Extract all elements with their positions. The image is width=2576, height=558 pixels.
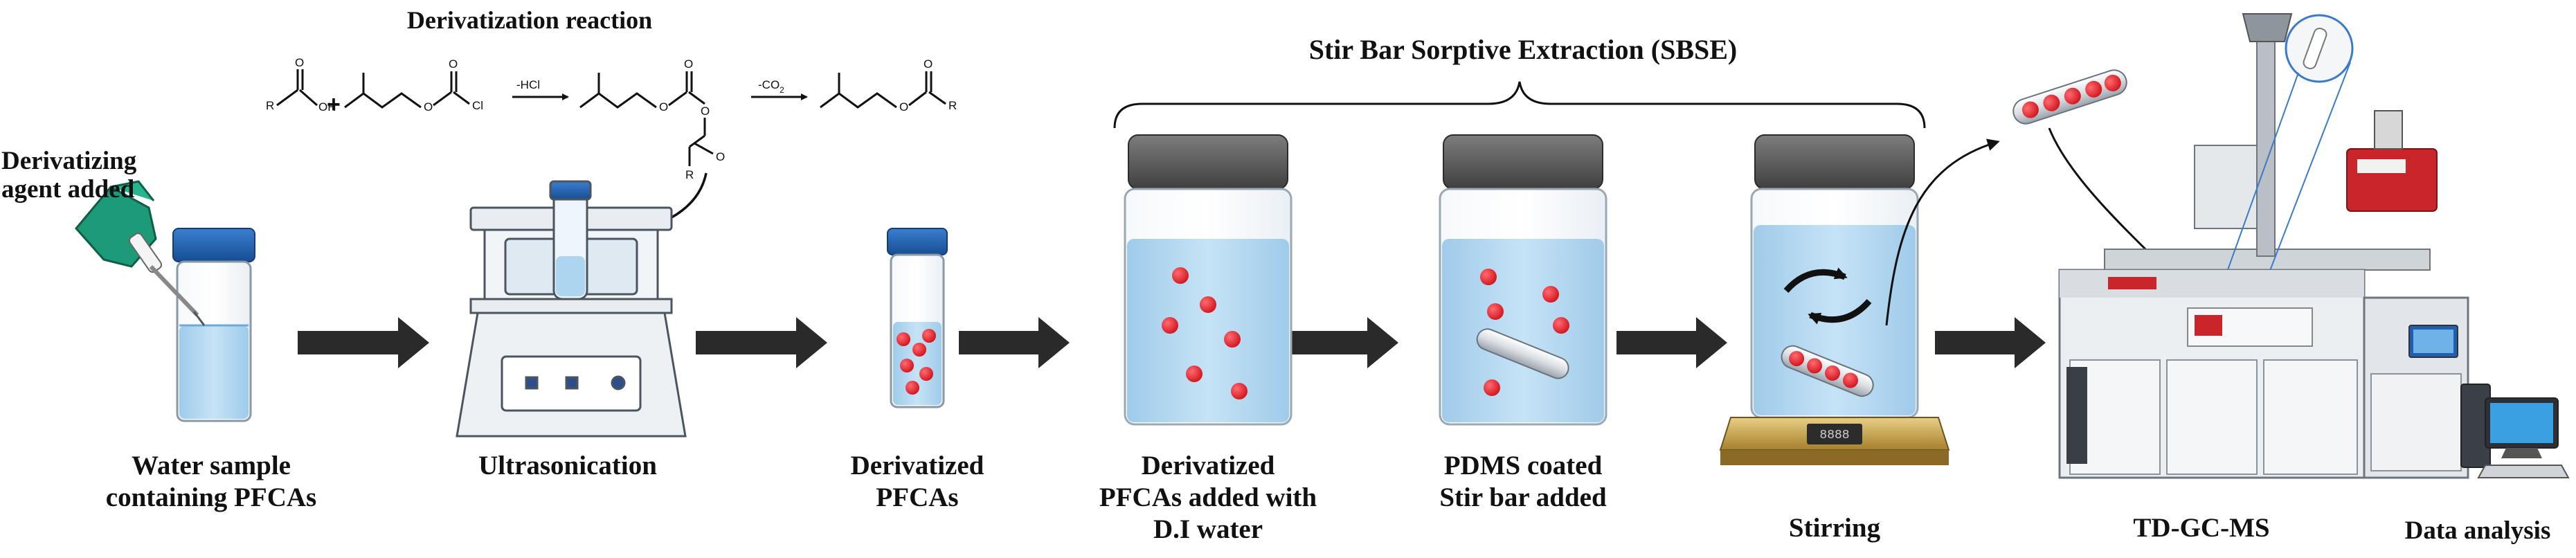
o-label-5: O [684, 57, 693, 71]
droplet [1224, 331, 1241, 348]
step-label-line: Ultrasonication [478, 451, 657, 480]
step-label-stir-bar-added: PDMS coated Stir bar added [1416, 450, 1630, 514]
sbse-bracket [1113, 81, 1926, 129]
step-label-line: containing PFCAs [105, 483, 317, 513]
droplet [1484, 379, 1500, 396]
step-label-line: Derivatized [1141, 451, 1275, 480]
derivatizing-agent-label: Derivatizing agent added [1, 147, 137, 204]
process-arrow-6 [1935, 317, 2046, 368]
process-arrows [298, 317, 2046, 368]
step-label-line: PFCAs [876, 483, 959, 513]
stirring-stir-bar [1781, 345, 1874, 397]
r-label-1: R [266, 99, 274, 112]
o-label-4: O [659, 100, 668, 114]
step-label-line: TD-GC-MS [2133, 513, 2270, 543]
gc-ms-instrument-icon [2058, 13, 2469, 479]
step-label-di-water: Derivatized PFCAs added with D.I water [1097, 450, 1319, 546]
droplet [922, 329, 936, 343]
minus-hcl-label: -HCl [516, 78, 540, 91]
o-label-9: O [924, 57, 933, 71]
computer-icon [2460, 384, 2570, 478]
pipette-hand-icon [75, 180, 206, 326]
droplet [1231, 383, 1248, 399]
rotation-arrows-icon [1783, 267, 1872, 325]
droplet [1172, 267, 1189, 284]
jar-icon [1124, 134, 1292, 426]
o-label-1: O [295, 56, 304, 69]
step-label-line: Derivatized [850, 451, 984, 480]
droplet [1480, 269, 1497, 285]
step-label-line: PDMS coated [1443, 451, 1603, 480]
process-arrow-3 [959, 317, 1070, 368]
droplet [1542, 286, 1559, 303]
jar-with-stir-bar [1439, 134, 1607, 426]
carboxylic-acid-structure [276, 69, 318, 107]
step-label-water-sample: Water sample containing PFCAs [93, 450, 329, 514]
process-arrow-2 [696, 317, 827, 368]
process-arrow-4 [1288, 317, 1398, 368]
o-label-7: O [716, 150, 725, 163]
o-label-3: O [449, 57, 458, 71]
step-label-derivatized: Derivatized PFCAs [831, 450, 1004, 514]
step-label-td-gc-ms: TD-GC-MS [2105, 512, 2298, 544]
minus-co2-label: -CO2 [758, 78, 784, 95]
process-arrow-5 [1616, 317, 1727, 368]
droplet [1186, 366, 1203, 382]
transfer-arrow-to-desorption [1885, 138, 2000, 326]
jar-droplets [1162, 267, 1248, 399]
step-label-stirring: Stirring [1758, 512, 1911, 544]
droplet [900, 359, 914, 372]
droplet [906, 381, 919, 395]
o-label-8: O [899, 100, 908, 114]
loaded-stir-bar-icon [2012, 69, 2127, 125]
droplet [1553, 317, 1569, 334]
step-label-line: Data analysis [2404, 516, 2551, 545]
derivatized-vial [887, 228, 948, 408]
r-label-3: R [948, 99, 957, 112]
chloroformate-structure [344, 71, 470, 109]
step-label-line: Stirring [1788, 513, 1881, 543]
ester-product-structure [820, 71, 946, 109]
droplet [897, 332, 910, 346]
step-label-line: PFCAs added with [1099, 483, 1317, 513]
step-label-ultrasonication: Ultrasonication [450, 450, 685, 482]
step-label-line: Stir bar added [1439, 483, 1607, 513]
derivatization-reaction-title: Derivatization reaction [406, 6, 653, 34]
svg-text:8888: 8888 [1819, 429, 1849, 442]
o-label-2: O [424, 100, 433, 114]
step-label-data-analysis: Data analysis [2381, 516, 2574, 546]
reaction-atom-labels: R OH O O O Cl O O O R O O O R -HCl -CO2 [266, 56, 957, 181]
stir-plate-icon: 8888 [1719, 417, 1950, 465]
cl-label: Cl [472, 99, 483, 112]
droplet [1487, 303, 1504, 320]
water-sample-vial [172, 228, 255, 422]
process-arrow-1 [298, 317, 429, 368]
sbse-title: Stir Bar Sorptive Extraction (SBSE) [1308, 34, 1738, 65]
oh-label: OH [318, 100, 336, 114]
droplet [1200, 296, 1216, 313]
stir-bar-jar-droplets [1480, 269, 1569, 396]
droplet [912, 343, 926, 357]
droplet [1162, 317, 1178, 334]
stir-bar-icon [1476, 328, 1569, 379]
droplet [919, 367, 933, 381]
derivatized-droplets [897, 329, 936, 395]
o-label-6: O [701, 105, 710, 118]
plus-sign: + [327, 91, 341, 118]
r-label-2: R [685, 168, 694, 181]
ultrasonic-bath-icon [456, 180, 687, 438]
step-label-line: D.I water [1153, 514, 1263, 545]
step-label-line: Water sample [131, 451, 291, 480]
mixed-anhydride-structure [579, 71, 714, 166]
